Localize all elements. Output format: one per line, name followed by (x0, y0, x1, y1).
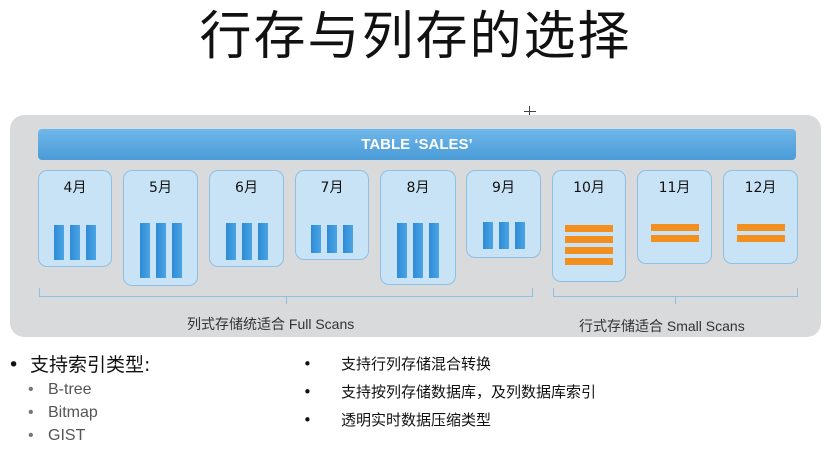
list-item: •支持按列存储数据库，及列数据库索引 (303, 383, 597, 401)
list-item: •B-tree (28, 381, 92, 398)
features-list: •支持行列存储混合转换 •支持按列存储数据库，及列数据库索引 •透明实时数据压缩… (303, 350, 596, 434)
crosshair-cursor-icon (524, 106, 536, 118)
month-card-11: 11月 (637, 170, 712, 264)
month-card-4: 4月 (38, 170, 112, 267)
month-label: 12月 (744, 180, 777, 196)
month-card-6: 6月 (209, 170, 284, 267)
list-item: •透明实时数据压缩类型 (303, 411, 492, 429)
month-label: 10月 (573, 180, 605, 196)
row-store-caption: 行式存储适合 Small Scans (579, 318, 745, 334)
month-label: 7月 (320, 180, 344, 196)
index-types-list: •支持索引类型: •B-tree •Bitmap •GIST (8, 352, 150, 447)
index-types-heading: •支持索引类型: (8, 354, 151, 376)
month-card-8: 8月 (380, 170, 456, 285)
column-group-bracket (39, 288, 533, 297)
month-label: 9月 (492, 180, 515, 196)
month-card-12: 12月 (723, 170, 798, 264)
row-group-bracket (553, 288, 798, 297)
month-card-7: 7月 (295, 170, 369, 260)
column-storage-icon (39, 225, 111, 260)
slide-title: 行存与列存的选择 (199, 7, 632, 67)
column-group-bracket-tick (286, 297, 287, 304)
month-label: 8月 (406, 180, 430, 196)
row-storage-icon (638, 224, 711, 242)
list-item: •支持行列存储混合转换 (303, 355, 492, 373)
month-label: 4月 (63, 180, 87, 196)
list-item: •GIST (28, 427, 86, 444)
column-storage-icon (210, 223, 283, 260)
month-label: 6月 (235, 180, 258, 196)
list-item: •Bitmap (28, 404, 98, 421)
row-storage-icon (724, 224, 797, 242)
row-storage-icon (553, 225, 625, 265)
column-storage-icon (124, 223, 197, 278)
row-group-bracket-tick (675, 297, 676, 304)
month-label: 5月 (149, 180, 172, 196)
month-label: 11月 (658, 180, 691, 196)
month-card-10: 10月 (552, 170, 626, 282)
month-card-9: 9月 (466, 170, 541, 258)
column-storage-icon (296, 225, 368, 253)
table-sales-header: TABLE ‘SALES’ (38, 129, 796, 160)
column-storage-icon (381, 223, 455, 278)
month-card-5: 5月 (123, 170, 198, 286)
column-store-caption: 列式存储统适合 Full Scans (187, 316, 355, 332)
column-storage-icon (467, 222, 540, 249)
